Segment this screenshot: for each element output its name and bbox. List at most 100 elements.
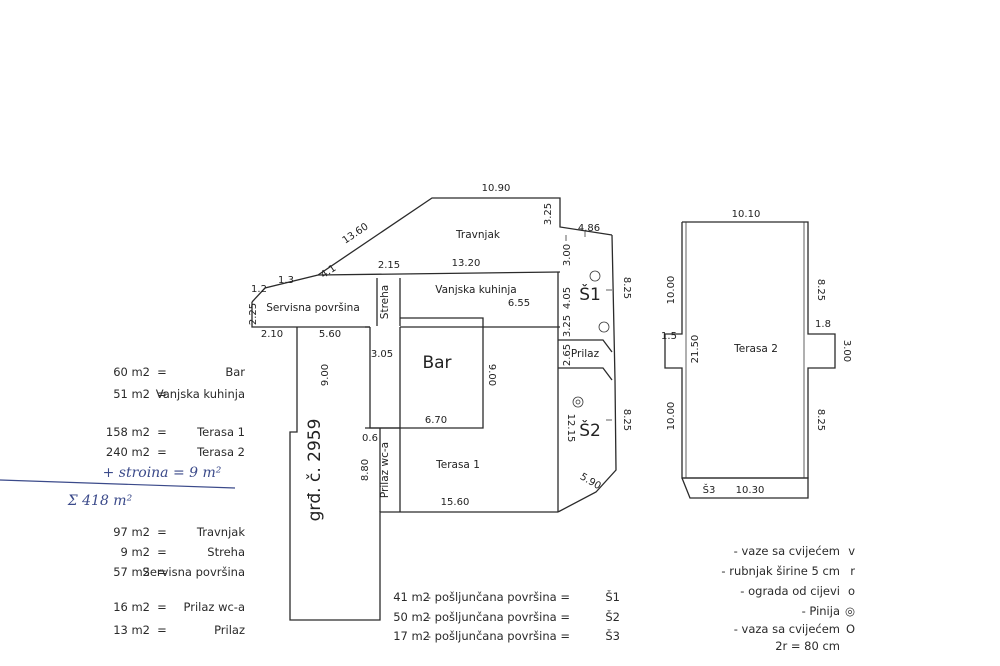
main-plan-dimensions: 10.90 13.60 3.25 4.86 13.20 2.15 1.3 4.1… <box>248 183 632 508</box>
area-value-0: 60 m2 <box>113 365 150 379</box>
svg-text:=: = <box>157 445 167 459</box>
dim-8-25-b: 8.25 <box>621 409 632 431</box>
legend-symbol-1: r <box>850 564 855 578</box>
legend-text-3: - Pinija <box>802 604 840 618</box>
label-servisna-povrsina: Servisna površina <box>266 302 360 314</box>
legend-text-2: - ograda od cijevi <box>740 584 840 598</box>
svg-text:=: = <box>157 365 167 379</box>
svg-text:=: = <box>157 545 167 559</box>
dim-3-25-b: 3.25 <box>562 315 573 337</box>
label-prilaz: Prilaz <box>571 348 600 360</box>
dim-3-00-a: 3.00 <box>562 244 573 266</box>
dim-4-86: 4.86 <box>578 223 600 234</box>
terasa-2-outline <box>664 221 836 499</box>
dim-3-05: 3.05 <box>371 349 393 360</box>
vase-symbol-2 <box>598 321 610 333</box>
dim-2-65: 2.65 <box>562 344 573 366</box>
gravel-area-list: Š1 - pošljunčana površina = 41 m2 Š2 - p… <box>393 589 620 643</box>
gravel-code-1: Š2 <box>605 609 620 624</box>
symbol-legend: v - vaze sa cvijećem r - rubnjak širine … <box>721 544 855 653</box>
dim-4-1: 4.1 <box>319 263 338 281</box>
svg-text:=: = <box>157 623 167 637</box>
label-s2: Š2 <box>579 419 601 441</box>
legend-text-1: - rubnjak širine 5 cm <box>721 564 840 578</box>
label-streha: Streha <box>379 285 391 319</box>
dim-2-15: 2.15 <box>378 260 400 271</box>
vase-symbol-1 <box>589 270 601 282</box>
gravel-text-1: - pošljunčana površina = <box>427 610 570 624</box>
dim-21-50: 21.50 <box>690 335 701 364</box>
dim-10-90: 10.90 <box>482 183 511 194</box>
dim-9-00-b: 9.00 <box>486 364 497 386</box>
area-value-5: 9 m2 <box>121 545 151 559</box>
pine-symbol <box>572 396 584 408</box>
gravel-text-2: - pošljunčana površina = <box>427 629 570 643</box>
dim-12-15: 12.15 <box>565 414 576 443</box>
gravel-value-0: 41 m2 <box>393 590 430 604</box>
dim-5-90: 5.90 <box>578 472 603 493</box>
handwritten-line-1: + stroina = 9 m² <box>103 465 222 481</box>
label-travnjak: Travnjak <box>455 229 501 241</box>
dim-6-55: 6.55 <box>508 298 530 309</box>
area-value-4: 97 m2 <box>113 525 150 539</box>
dim-1-8: 1.8 <box>815 319 831 330</box>
area-name-0: Bar <box>225 365 245 379</box>
main-plan-outline <box>251 197 617 621</box>
dim-10-00-b: 10.00 <box>666 402 677 431</box>
gravel-code-2: Š3 <box>605 628 620 643</box>
dim-0-6: 0.6 <box>362 433 378 444</box>
svg-text:=: = <box>157 387 167 401</box>
dim-10-00-a: 10.00 <box>666 276 677 305</box>
gravel-value-2: 17 m2 <box>393 629 430 643</box>
label-vanjska-kuhinja: Vanjska kuhinja <box>435 284 517 296</box>
svg-text:=: = <box>157 600 167 614</box>
label-bar: Bar <box>422 353 451 373</box>
legend-text-5: 2r = 80 cm <box>775 639 840 653</box>
area-name-6: Servisna površina <box>143 565 245 579</box>
legend-symbol-3: ◎ <box>845 604 855 618</box>
area-name-8: Prilaz <box>214 623 245 637</box>
label-s3: Š3 <box>703 483 716 496</box>
area-name-4: Travnjak <box>196 525 245 539</box>
label-terasa-1: Terasa 1 <box>435 459 480 471</box>
handwritten-line-2: Σ 418 m² <box>67 493 133 509</box>
dim-8-80: 8.80 <box>360 459 371 481</box>
area-value-2: 158 m2 <box>106 425 150 439</box>
dim-1-2: 1.2 <box>251 284 267 295</box>
dim-10-10: 10.10 <box>732 209 761 220</box>
legend-symbol-4: O <box>846 622 855 636</box>
dim-8-25-d: 8.25 <box>815 409 826 431</box>
dim-4-05: 4.05 <box>562 287 573 309</box>
dim-10-30: 10.30 <box>736 485 765 496</box>
handwritten-note: + stroina = 9 m² Σ 418 m² <box>0 465 236 509</box>
area-name-2: Terasa 1 <box>196 425 245 439</box>
area-value-6: 57 m2 <box>113 565 150 579</box>
dim-2-10: 2.10 <box>261 329 283 340</box>
svg-text:=: = <box>157 565 167 579</box>
gravel-value-1: 50 m2 <box>393 610 430 624</box>
legend-symbol-2: o <box>848 584 855 598</box>
area-name-3: Terasa 2 <box>196 445 245 459</box>
label-parcel: grđ. č. 2959 <box>305 419 325 522</box>
dim-8-25-c: 8.25 <box>815 279 826 301</box>
dim-3-25-a: 3.25 <box>543 203 554 225</box>
dim-8-25-a: 8.25 <box>621 277 632 299</box>
dim-3-00-b: 3.00 <box>841 340 852 362</box>
label-terasa-2: Terasa 2 <box>733 343 778 355</box>
area-table: Bar = 60 m2 Vanjska kuhinja = 51 m2 Tera… <box>106 365 245 637</box>
dim-9-00-a: 9.00 <box>320 364 331 386</box>
area-name-5: Streha <box>207 545 245 559</box>
area-value-7: 16 m2 <box>113 600 150 614</box>
area-name-7: Prilaz wc-a <box>183 600 245 614</box>
label-s1: Š1 <box>579 283 601 305</box>
svg-text:=: = <box>157 425 167 439</box>
area-value-8: 13 m2 <box>113 623 150 637</box>
area-value-1: 51 m2 <box>113 387 150 401</box>
svg-text:=: = <box>157 525 167 539</box>
gravel-text-0: - pošljunčana površina = <box>427 590 570 604</box>
dim-13-20: 13.20 <box>452 258 481 269</box>
dim-1-3: 1.3 <box>278 275 294 286</box>
gravel-code-0: Š1 <box>605 589 620 604</box>
